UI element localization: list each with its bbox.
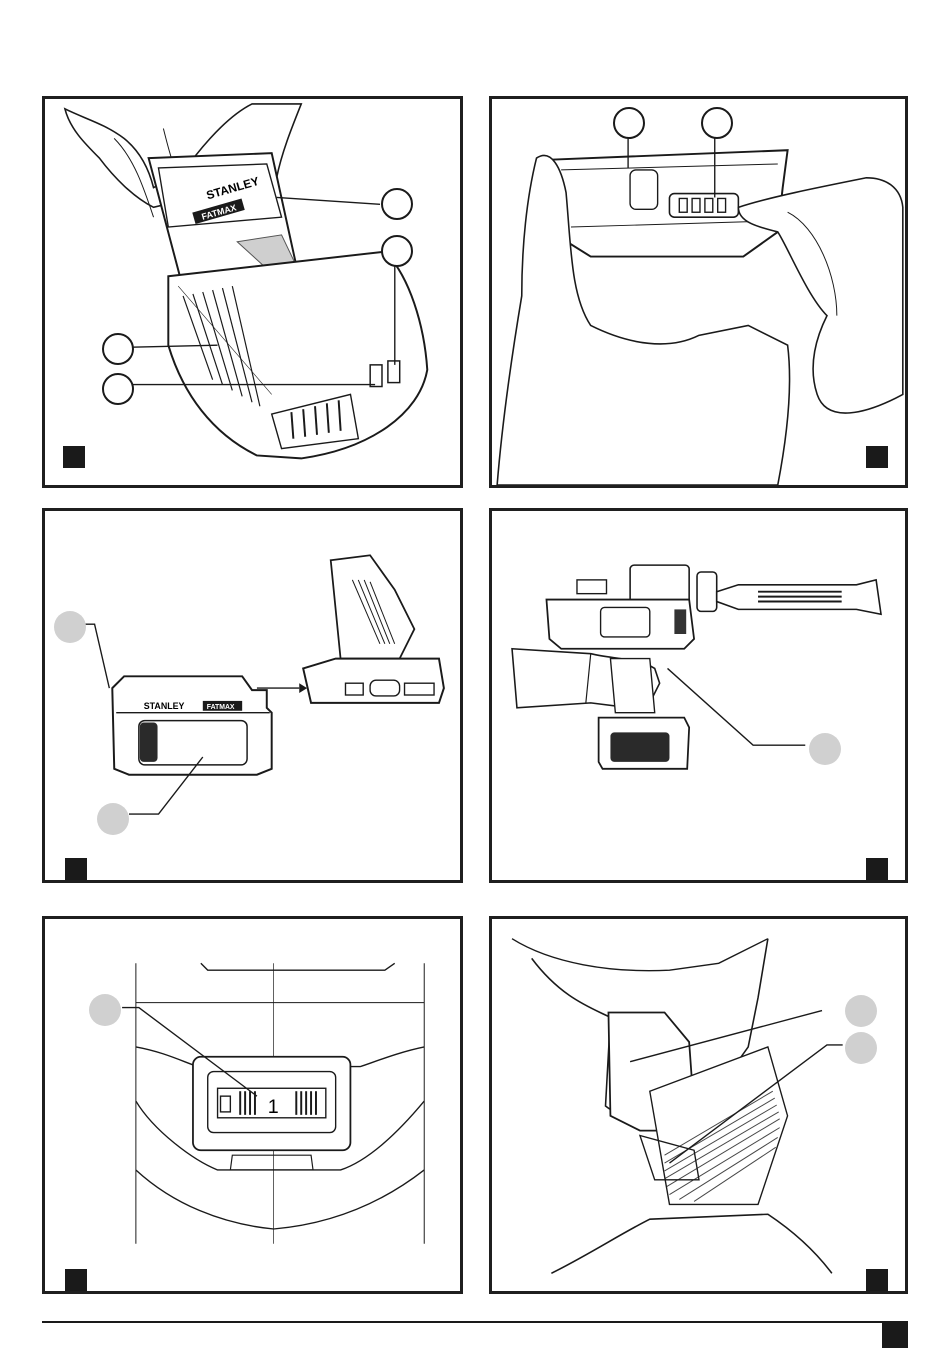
figure-d-panel (489, 508, 908, 883)
callout-gauge-button (613, 107, 645, 139)
callout-gauge-leds (701, 107, 733, 139)
figure-b-panel (489, 96, 908, 488)
footer-rule (42, 1321, 908, 1323)
figure-e-marker (65, 1269, 87, 1291)
gear-selector-illustration: 1 (45, 919, 460, 1291)
figure-f-marker (866, 1269, 888, 1291)
figure-e-panel: 1 (42, 916, 463, 1294)
figure-c-panel: STANLEY FATMAX (42, 508, 463, 883)
figure-c-marker (65, 858, 87, 880)
callout-direction-switch (845, 1032, 877, 1064)
battery-c-brand: STANLEY (144, 701, 185, 711)
figure-a-marker (63, 446, 85, 468)
page-marker (882, 1322, 908, 1348)
figure-a-panel: STANLEY FATMAX (42, 96, 463, 488)
figure-d-marker (866, 858, 888, 880)
callout-battery (97, 803, 129, 835)
callout-trigger (809, 733, 841, 765)
gear-number-label: 1 (268, 1096, 279, 1118)
figure-f-panel (489, 916, 908, 1294)
battery-c-sub-brand: FATMAX (207, 704, 235, 711)
callout-release-button (54, 611, 86, 643)
drill-grip-illustration (492, 511, 905, 880)
callout-charger (102, 333, 134, 365)
callout-charger-indicator (102, 373, 134, 405)
callout-battery-pack (381, 188, 413, 220)
charger-illustration: STANLEY FATMAX (45, 99, 460, 485)
callout-trigger-switch (845, 995, 877, 1027)
callout-charge-indicator (381, 235, 413, 267)
grip-closeup-illustration (492, 919, 905, 1291)
fuel-gauge-illustration (492, 99, 905, 485)
callout-gear-selector (89, 994, 121, 1026)
figure-b-marker (866, 446, 888, 468)
